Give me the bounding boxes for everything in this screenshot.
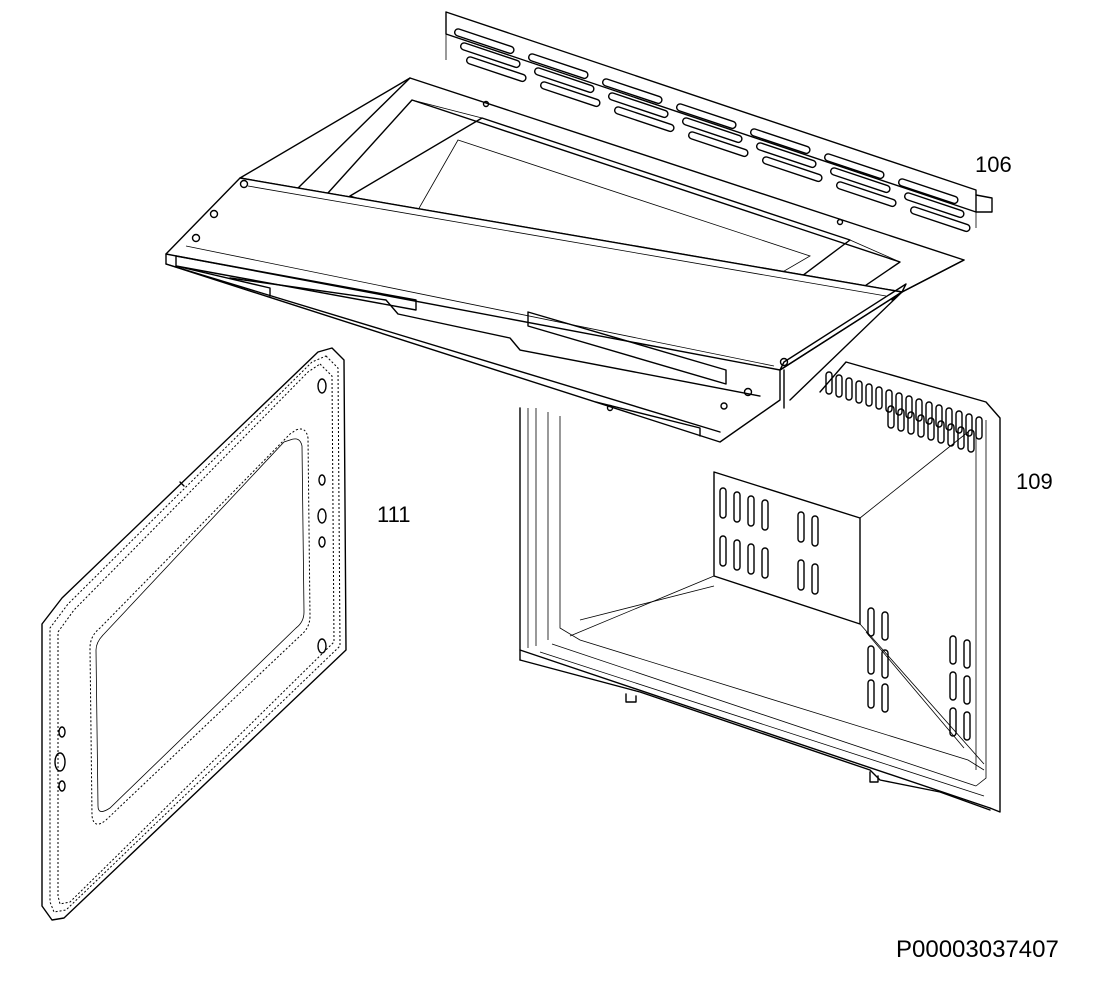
drawing-code: P00003037407	[896, 936, 1059, 963]
part-106-top-panel	[165, 11, 993, 443]
label-part-109: 109	[1016, 469, 1053, 494]
part-106-ribs	[454, 28, 971, 233]
label-part-106: 106	[975, 152, 1012, 177]
part-109-vent-slots	[719, 371, 983, 741]
label-part-111: 111	[377, 502, 411, 527]
part-111-door-frame	[41, 347, 347, 921]
part-109-oven-cavity	[519, 361, 1001, 813]
